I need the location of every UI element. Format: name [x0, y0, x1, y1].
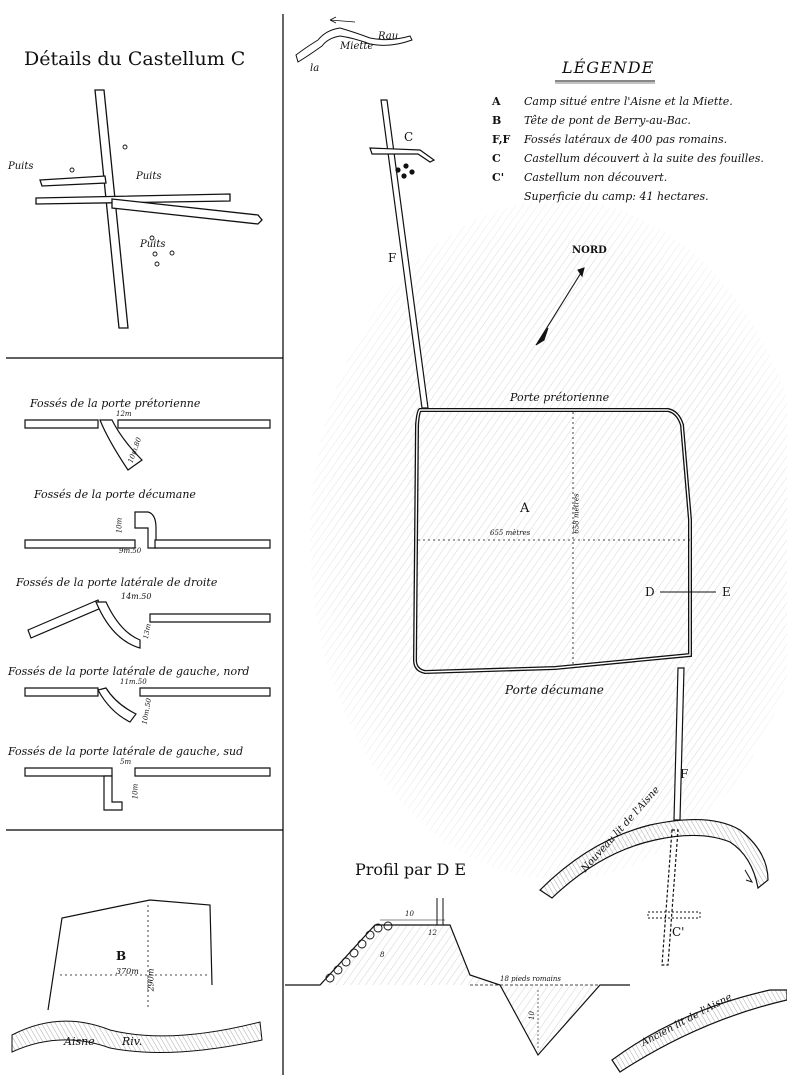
profile-measure: 12	[428, 929, 437, 937]
porte-decumane-label: Porte décumane	[505, 683, 604, 697]
profile-measure: 10	[405, 910, 414, 918]
camp-label: A	[520, 501, 530, 516]
gate-label: Fossés de la porte latérale de gauche, n…	[8, 665, 250, 678]
bridgehead-river	[11, 1020, 263, 1053]
legend-underline	[555, 80, 655, 84]
new-river	[539, 818, 769, 899]
gate-label: Fossés de la porte décumane	[34, 488, 196, 501]
gate-measure: 14m.50	[121, 592, 152, 601]
gate-measure: 10m	[115, 517, 124, 534]
point-e-label: E	[722, 585, 731, 599]
bridgehead-dim: 370m	[116, 967, 139, 976]
castellum-roads	[35, 89, 263, 329]
lateral-ditches	[380, 99, 685, 966]
bridgehead-label: B	[116, 949, 127, 963]
gate-label: Fossés de la porte latérale de droite	[16, 576, 218, 589]
ditch-f-label: F	[388, 251, 397, 265]
profile-title: Profil par D E	[355, 860, 467, 879]
panel-borders	[6, 14, 284, 1075]
point-d-label: D	[645, 585, 655, 599]
profile-measure: 10	[527, 1011, 536, 1020]
gate-measure: 11m.50	[120, 678, 147, 686]
river-label: Rau	[378, 31, 399, 42]
terrain-hatching	[308, 198, 787, 882]
puits-label: Puits	[8, 161, 34, 172]
north-label: NORD	[572, 245, 607, 256]
gate-measure: 5m	[120, 758, 132, 766]
camp-height-label: 658 mètres	[572, 493, 581, 534]
castellum-cprime-marks	[647, 911, 701, 919]
gate-ditches	[24, 419, 271, 811]
gate-measure: 9m.50	[119, 547, 142, 555]
legend-item: Superficie du camp: 41 hectares.	[524, 190, 709, 203]
castellum-title: Détails du Castellum C	[24, 48, 246, 70]
castellum-cprime-label: C'	[672, 925, 685, 939]
camp-ramparts	[412, 408, 692, 675]
ditch-f-label: F	[680, 767, 689, 781]
legend-item: C'Castellum non découvert.	[492, 171, 668, 184]
old-river	[611, 989, 787, 1073]
castellum-c-marks	[369, 147, 436, 179]
river-label: Aisne	[64, 1035, 95, 1048]
puits-label: Puits	[140, 239, 166, 250]
river-label: Miette	[340, 41, 374, 52]
gate-label: Fossés de la porte latérale de gauche, s…	[8, 745, 244, 758]
porte-pretorienne-label: Porte prétorienne	[510, 391, 610, 404]
miette-river	[295, 16, 413, 63]
castellum-c-label: C	[404, 130, 414, 144]
gate-measure: 10m	[131, 783, 140, 800]
river-label: Riv.	[122, 1035, 143, 1048]
profile-measure: 8	[380, 951, 385, 959]
gate-measure: 12m	[116, 410, 132, 418]
river-label: la	[310, 63, 320, 74]
puits-label: Puits	[136, 171, 162, 182]
bridgehead	[47, 899, 213, 1011]
legend-title: LÉGENDE	[562, 58, 655, 77]
gate-label: Fossés de la porte prétorienne	[30, 397, 201, 410]
camp-width-label: 655 mètres	[490, 529, 531, 537]
bridgehead-dim: 290m	[146, 968, 156, 992]
profile-section	[285, 898, 630, 1057]
profile-measure: 18 pieds romains	[500, 975, 562, 983]
north-arrow	[535, 267, 585, 346]
castellum-wells	[69, 144, 175, 267]
